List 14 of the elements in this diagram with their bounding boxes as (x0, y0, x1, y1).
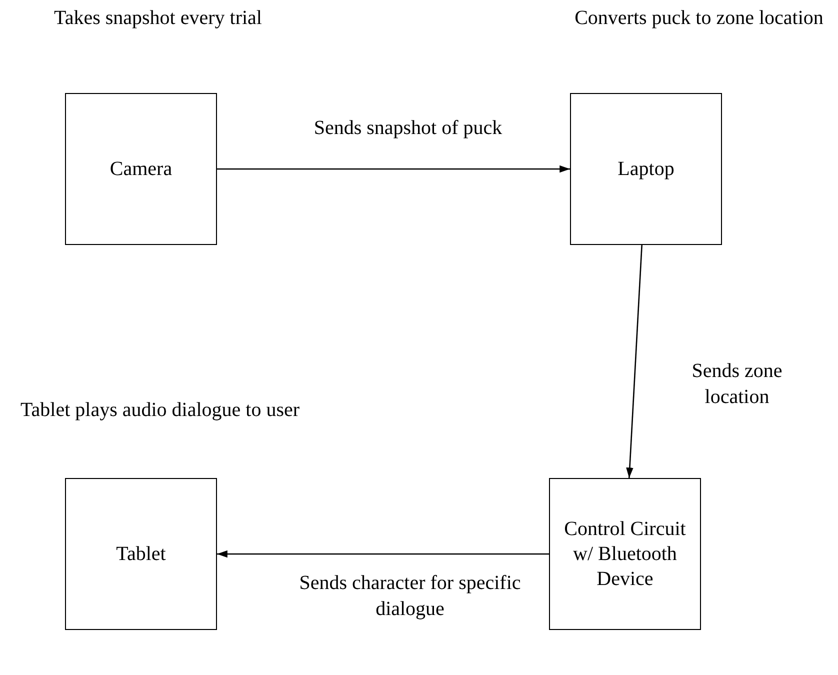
node-label: Control Circuit w/ Bluetooth Device (563, 516, 687, 592)
process-box (65, 93, 217, 245)
annotation-text: Tablet plays audio dialogue to user (19, 398, 301, 423)
arrow (217, 165, 570, 173)
process-box (549, 478, 701, 630)
node-label: Camera (108, 156, 174, 182)
process-box (570, 93, 722, 245)
annotation-text: Takes snapshot every trial (53, 6, 263, 31)
node-label: Tablet (115, 542, 167, 566)
arrow (217, 550, 549, 558)
arrow (626, 244, 642, 478)
annotation-text: Converts puck to zone location (574, 6, 824, 31)
node-label: Laptop (616, 156, 676, 182)
process-box (65, 478, 217, 630)
